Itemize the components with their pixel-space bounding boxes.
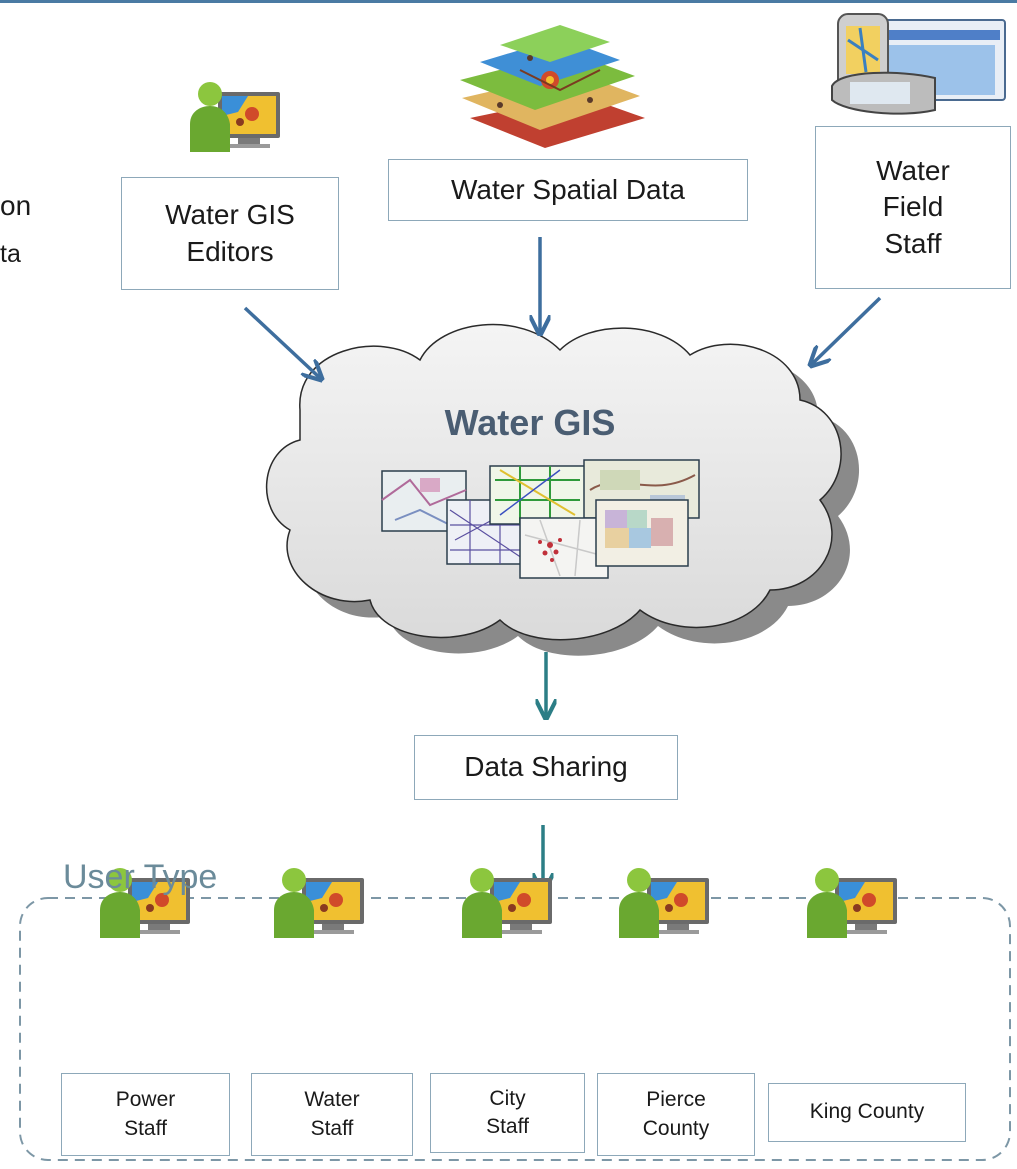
user-label-city: City Staff xyxy=(486,1086,529,1138)
map-thumbnail-5 xyxy=(519,517,609,579)
data-sharing-label: Data Sharing xyxy=(464,751,628,783)
user-box-power: Power Staff xyxy=(61,1073,230,1156)
cloud-title: Water GIS xyxy=(444,402,616,443)
user-box-pierce: Pierce County xyxy=(597,1073,755,1156)
map-thumbnail-3 xyxy=(489,465,587,525)
user-label-pierce: Pierce County xyxy=(642,1088,710,1140)
user-box-king: King County xyxy=(768,1083,966,1142)
source-label-editors: Water GIS Editors xyxy=(165,199,295,267)
edge-text-line2: ta xyxy=(0,240,21,268)
source-box-editors: Water GIS Editors xyxy=(121,177,339,290)
top-rule xyxy=(0,0,1017,3)
arrow-editors-to-cloud xyxy=(243,306,320,378)
source-label-spatial: Water Spatial Data xyxy=(451,173,685,205)
user-label-water: Water Staff xyxy=(304,1088,360,1140)
user-type-title: User Type xyxy=(63,858,218,896)
edge-text-line1: on xyxy=(0,190,32,221)
user-label-king: King County xyxy=(809,1100,925,1124)
user-box-water: Water Staff xyxy=(251,1073,413,1156)
map-thumbnail-6 xyxy=(595,499,689,567)
data-sharing-box: Data Sharing xyxy=(414,735,678,800)
source-box-field: Water Field Staff xyxy=(815,126,1011,289)
arrow-field-to-cloud xyxy=(812,296,882,364)
source-box-spatial: Water Spatial Data xyxy=(388,159,748,221)
source-label-field: Water Field Staff xyxy=(876,154,950,259)
mobile-devices-icon xyxy=(831,13,1006,115)
user-label-power: Power Staff xyxy=(115,1088,176,1140)
layered-maps-icon xyxy=(460,25,645,148)
user-box-city: City Staff xyxy=(430,1073,585,1153)
